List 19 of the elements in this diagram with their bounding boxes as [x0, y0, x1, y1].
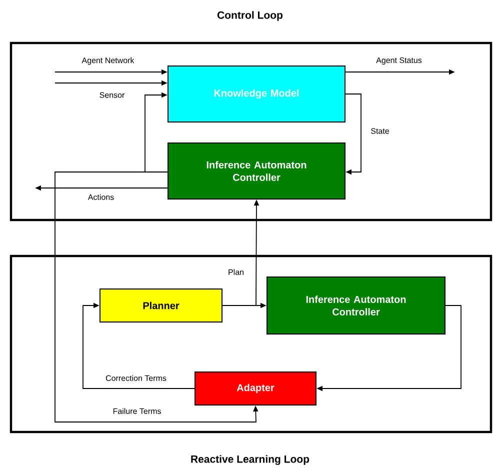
process-box: Inference Automaton Controller — [266, 276, 446, 334]
edge-label: Failure Terms — [112, 407, 162, 415]
edge-label: Sensor — [98, 91, 126, 99]
frame-heading: Reactive Learning Loop — [191, 455, 310, 465]
edge-label: State — [370, 127, 390, 135]
frame-heading: Control Loop — [217, 11, 282, 21]
process-box: Planner — [100, 288, 222, 322]
edge-label: Plan — [227, 268, 245, 276]
arrow — [144, 92, 168, 172]
edge-label: Actions — [86, 193, 116, 201]
edge-label: Agent Network — [80, 56, 136, 66]
edge-label: Agent Status — [375, 56, 423, 66]
process-box: Adapter — [194, 372, 316, 406]
edge-label: Correction Terms — [104, 374, 168, 382]
arrow — [345, 94, 362, 175]
process-box: Inference Automaton Controller — [168, 142, 346, 200]
process-box: Knowledge Model — [168, 66, 346, 122]
arrow — [54, 172, 258, 422]
arrow — [82, 302, 195, 389]
